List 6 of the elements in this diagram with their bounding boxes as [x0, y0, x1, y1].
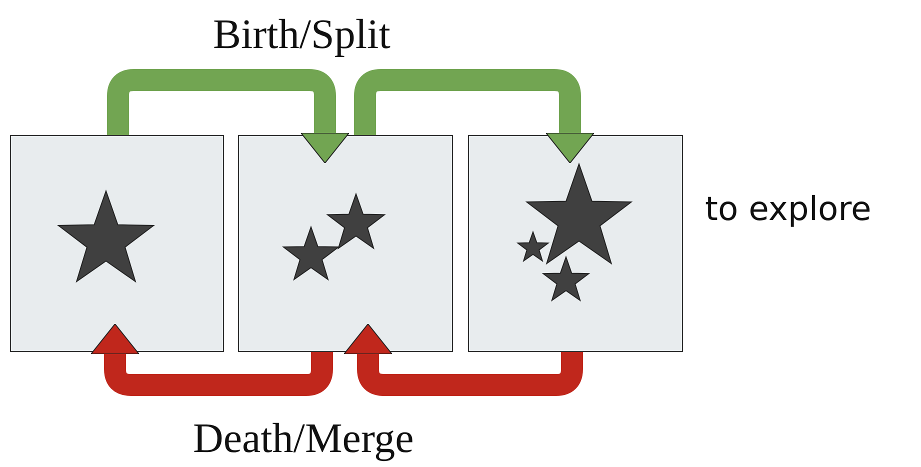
side-note: to explore: [705, 192, 872, 225]
curved-arrow: [107, 69, 350, 164]
transition-label: Death/Merge: [193, 418, 414, 460]
transition-label: Birth/Split: [213, 14, 390, 56]
curved-arrow: [354, 69, 594, 164]
curved-arrow: [344, 324, 583, 396]
